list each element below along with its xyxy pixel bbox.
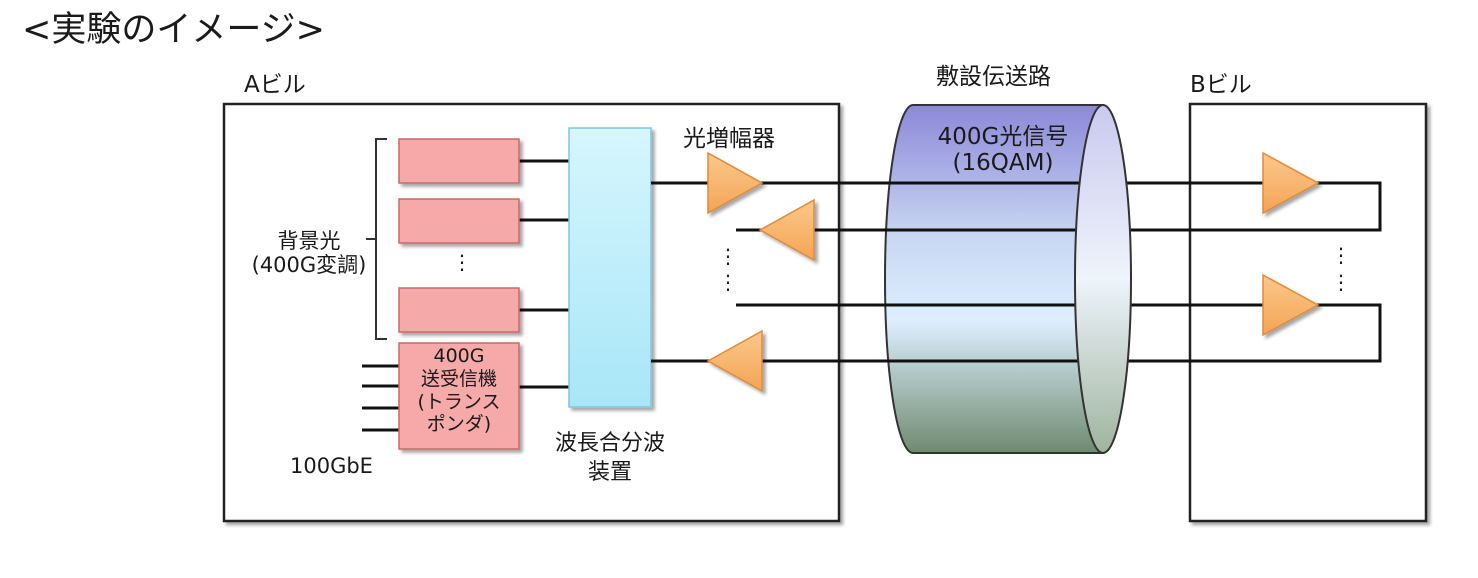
background-light-line1: 背景光 <box>277 229 341 253</box>
transceiver-line3: (トランス <box>417 390 501 413</box>
amplifier-icon <box>1262 151 1320 215</box>
amplifier-icon <box>706 329 763 393</box>
wdm-label-line2: 装置 <box>587 459 632 485</box>
amplifier-ellipsis-lower: ⋮ <box>718 270 738 294</box>
amplifier-ellipsis: ⋮ <box>718 244 738 268</box>
transceiver-box <box>398 342 520 450</box>
wdm-label-line1: 波長合分波 <box>554 431 665 456</box>
modulator-ellipsis: ⋮ <box>452 250 472 274</box>
cable-cylinder <box>884 104 1104 454</box>
wdm-box <box>568 127 652 408</box>
background-light-label: 背景光 (400G変調) <box>236 229 382 277</box>
signal-label: 400G光信号 (16QAM) <box>928 124 1078 177</box>
page-title: <実験のイメージ> <box>22 10 325 50</box>
wdm-label: 波長合分波 装置 <box>540 430 680 487</box>
cable-label: 敷設伝送路 <box>936 64 1051 90</box>
transceiver-line2: 送受信機 <box>420 367 497 390</box>
amplifier-icon <box>707 151 764 215</box>
modulator-box <box>398 287 520 333</box>
signal-label-line2: (16QAM) <box>952 150 1054 177</box>
modulator-box <box>398 198 520 244</box>
amplifier-icon <box>758 198 815 262</box>
background-light-line2: (400G変調) <box>251 253 367 278</box>
transceiver-line4: ポンダ) <box>426 413 492 436</box>
building-b-ellipsis: ⋮ <box>1331 243 1351 267</box>
building-b-label: Bビル <box>1190 72 1252 98</box>
cable-end-cap <box>1074 104 1132 454</box>
ethernet-label: 100GbE <box>290 454 373 478</box>
amplifier-label: 光増幅器 <box>683 126 775 152</box>
transceiver-line1: 400G <box>433 345 485 367</box>
building-b-box <box>1188 102 1428 523</box>
amplifier-icon <box>1262 273 1320 337</box>
building-b-ellipsis-lower: ⋮ <box>1331 270 1351 294</box>
transceiver-label: 400G 送受信機 (トランス ポンダ) <box>399 345 519 436</box>
modulator-box <box>398 138 520 184</box>
signal-label-line1: 400G光信号 <box>937 124 1069 150</box>
building-a-label: Aビル <box>244 72 306 98</box>
